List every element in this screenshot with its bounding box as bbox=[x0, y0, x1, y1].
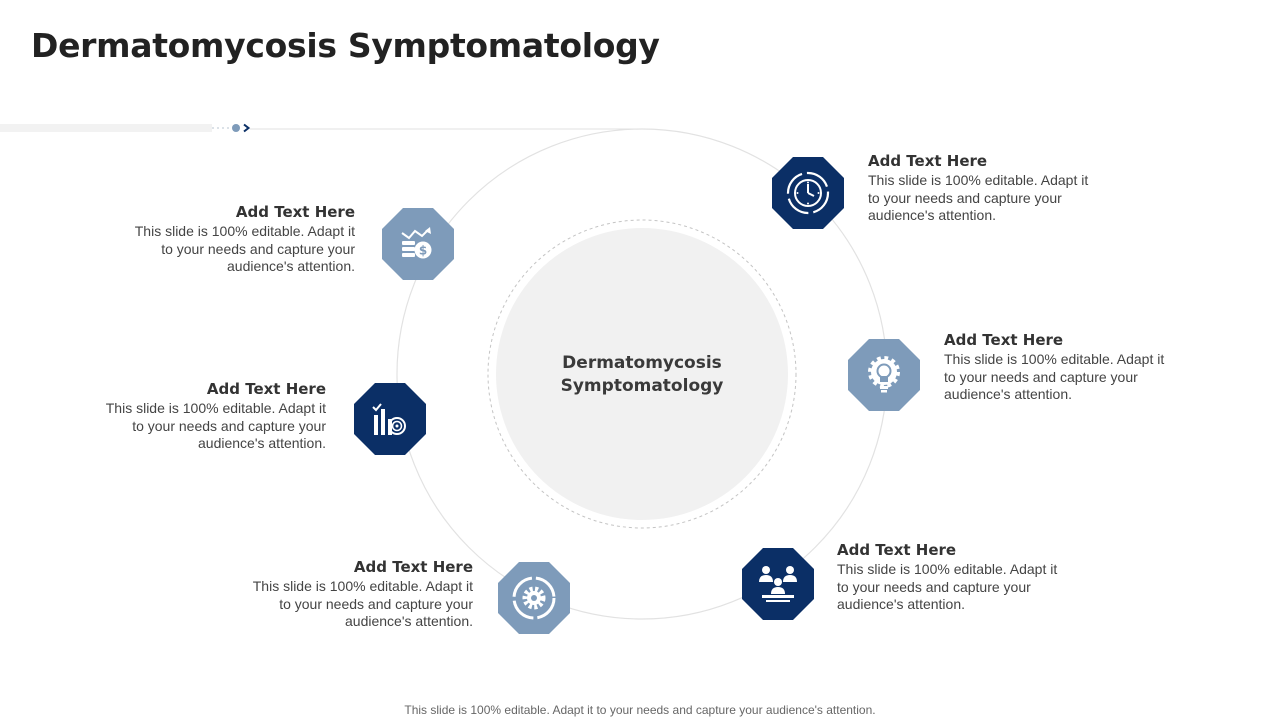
lightbulb-gear-icon bbox=[848, 339, 920, 411]
clock-cycle-icon bbox=[772, 157, 844, 229]
text-block-heading: Add Text Here bbox=[837, 541, 957, 559]
center-circle bbox=[496, 228, 788, 520]
text-block-body: This slide is 100% editable. Adapt it to… bbox=[233, 578, 473, 631]
body-line: to your needs and capture your bbox=[161, 240, 355, 257]
body-line: This slide is 100% editable. Adapt it bbox=[944, 351, 1165, 367]
text-block-body: This slide is 100% editable. Adapt it to… bbox=[86, 400, 326, 453]
body-line: This slide is 100% editable. Adapt it bbox=[837, 561, 1058, 577]
node-4 bbox=[772, 157, 844, 229]
body-line: This slide is 100% editable. Adapt it bbox=[134, 223, 355, 239]
text-block-heading: Add Text Here bbox=[944, 331, 1064, 349]
center-label: Dermatomycosis Symptomatology bbox=[497, 352, 787, 398]
money-chart-icon: $ bbox=[382, 208, 454, 280]
body-line: audience's attention. bbox=[868, 207, 996, 223]
text-block-5: Add Text Here This slide is 100% editabl… bbox=[944, 330, 1184, 404]
bar-chart-target-icon bbox=[354, 383, 426, 455]
text-block-heading: Add Text Here bbox=[353, 558, 473, 576]
progress-dot bbox=[232, 124, 240, 132]
body-line: This slide is 100% editable. Adapt it bbox=[868, 172, 1089, 188]
body-line: to your needs and capture your bbox=[837, 578, 1031, 595]
dashed-ring bbox=[487, 219, 797, 529]
node-2 bbox=[354, 383, 426, 455]
body-line: This slide is 100% editable. Adapt it bbox=[105, 400, 326, 416]
body-line: audience's attention. bbox=[227, 258, 355, 274]
text-block-4: Add Text Here This slide is 100% editabl… bbox=[868, 151, 1108, 225]
text-block-2: Add Text Here This slide is 100% editabl… bbox=[86, 379, 326, 453]
body-line: audience's attention. bbox=[837, 596, 965, 612]
gear-cycle-icon bbox=[498, 562, 570, 634]
text-block-6: Add Text Here This slide is 100% editabl… bbox=[837, 540, 1077, 614]
body-line: to your needs and capture your bbox=[132, 417, 326, 434]
progress-track bbox=[0, 124, 212, 132]
body-line: to your needs and capture your bbox=[868, 189, 1062, 206]
text-block-heading: Add Text Here bbox=[868, 152, 988, 170]
node-3 bbox=[498, 562, 570, 634]
text-block-heading: Add Text Here bbox=[206, 380, 326, 398]
footer-note: This slide is 100% editable. Adapt it to… bbox=[404, 703, 876, 717]
body-line: This slide is 100% editable. Adapt it bbox=[252, 578, 473, 594]
body-line: to your needs and capture your bbox=[279, 595, 473, 612]
center-label-line1: Dermatomycosis bbox=[562, 353, 722, 373]
page-title: Dermatomycosis Symptomatology bbox=[31, 26, 660, 65]
node-6 bbox=[742, 548, 814, 620]
progress-chevron-icon bbox=[243, 123, 251, 133]
text-block-body: This slide is 100% editable. Adapt it to… bbox=[115, 223, 355, 276]
text-block-body: This slide is 100% editable. Adapt it to… bbox=[944, 351, 1184, 404]
body-line: to your needs and capture your bbox=[944, 368, 1138, 385]
text-block-1: Add Text Here This slide is 100% editabl… bbox=[115, 202, 355, 276]
svg-text:$: $ bbox=[419, 244, 427, 258]
text-block-body: This slide is 100% editable. Adapt it to… bbox=[837, 561, 1077, 614]
text-block-body: This slide is 100% editable. Adapt it to… bbox=[868, 172, 1108, 225]
node-5 bbox=[848, 339, 920, 411]
team-meeting-icon bbox=[742, 548, 814, 620]
text-block-heading: Add Text Here bbox=[235, 203, 355, 221]
body-line: audience's attention. bbox=[198, 435, 326, 451]
node-1: $ bbox=[382, 208, 454, 280]
body-line: audience's attention. bbox=[345, 613, 473, 629]
body-line: audience's attention. bbox=[944, 386, 1072, 402]
text-block-3: Add Text Here This slide is 100% editabl… bbox=[233, 557, 473, 631]
center-label-line2: Symptomatology bbox=[560, 376, 724, 396]
